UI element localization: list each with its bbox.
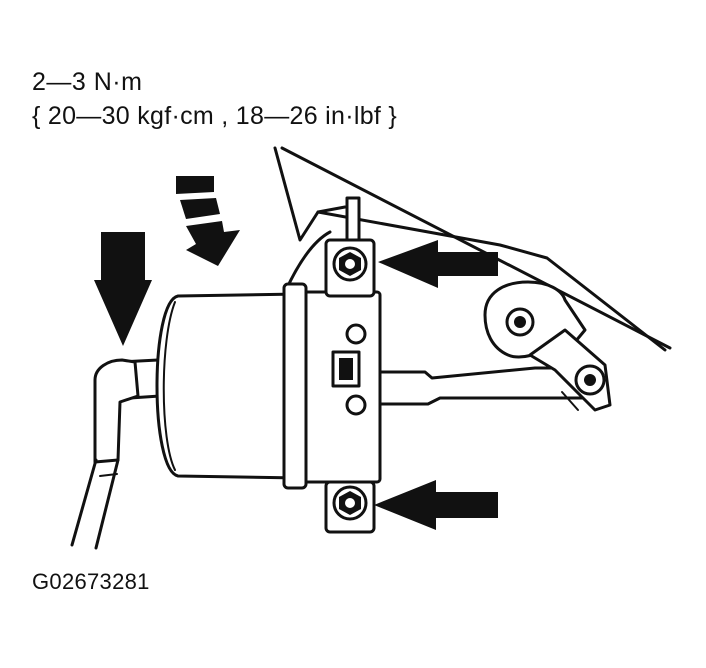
figure-id: G02673281 (32, 569, 150, 594)
actuator-body (155, 292, 302, 480)
bottom-bolt (332, 485, 368, 521)
throttle-linkage (483, 280, 612, 412)
top-bolt (332, 246, 368, 282)
plate-details (331, 323, 367, 416)
arrow-left-icon (374, 480, 498, 530)
vacuum-hose (70, 358, 162, 550)
arrow-left-icon (378, 240, 498, 288)
arrow-down-icon (94, 232, 152, 346)
striped-arrow-icon (176, 176, 240, 266)
torque-spec-alt-units: { 20—30 kgf·cm , 18—26 in·lbf } (32, 102, 398, 130)
torque-spec-nm: 2—3 N·m (32, 68, 143, 96)
mounting-bracket (273, 146, 672, 352)
